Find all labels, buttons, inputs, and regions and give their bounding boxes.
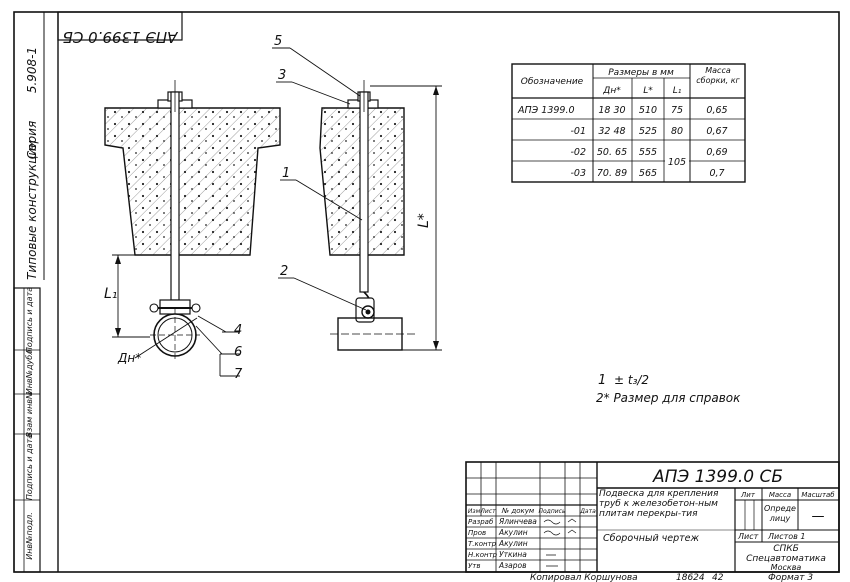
tb-col-scale: Масштаб (801, 491, 835, 499)
th-dn: Дн* (602, 86, 621, 96)
row1-mass: 0,67 (706, 126, 727, 137)
series-label: Серия (25, 121, 39, 159)
role-0: Разраб (468, 518, 494, 526)
row3-L: 565 (639, 168, 657, 179)
callout-1: 1 (282, 166, 290, 181)
note2-text: 2* Размер для справок (596, 391, 741, 405)
callout-4: 4 (234, 323, 242, 338)
footer-number: 18624 (676, 573, 705, 582)
row1-designation: -01 (570, 126, 586, 137)
tb-org-1: СПКБ (773, 544, 799, 554)
strip-label-3: Инв№дубл (25, 350, 34, 395)
head-izm: Изм (468, 508, 481, 515)
left-stamp-strip (13, 287, 41, 573)
callout-2: 2 (280, 264, 288, 279)
head-doc: № докум (501, 507, 535, 515)
callout-3: 3 (278, 68, 286, 83)
tb-sheet: Лист (737, 532, 759, 541)
row0-designation: АПЭ 1399.0 (517, 105, 575, 116)
name-2: Акулин (498, 539, 528, 548)
row3-mass: 0,7 (709, 168, 724, 179)
strip-label-4: Подпись и дата (25, 287, 34, 353)
th-sizes: Размеры в мм (608, 68, 674, 78)
role-4: Н.контр (468, 551, 498, 559)
middle-view: L* 5 3 1 2 (272, 34, 442, 351)
title-block: Изм Лист № докум Подпись Дата Разраб Яли… (465, 461, 840, 573)
tb-col-mass: Масса (769, 491, 791, 499)
tb-sheets: Листов 1 (767, 532, 806, 541)
row0-L: 510 (639, 105, 657, 116)
row2-L: 555 (639, 147, 657, 158)
head-sign: Подпись (539, 508, 566, 515)
row2-l1: 105 (668, 157, 686, 168)
th-l1: L₁ (673, 86, 682, 96)
size-table: Обозначение Размеры в мм Дн* L* L₁ Масса… (511, 63, 746, 183)
kind-label: Типовые конструкции (25, 140, 39, 280)
strip-label-1: Подпись и дата (25, 434, 34, 500)
row2-designation: -02 (570, 147, 586, 158)
name-5: Азаров (498, 561, 526, 570)
head-date: Дата (579, 508, 596, 515)
tb-scale-value: — (812, 509, 825, 524)
row2-mass: 0,69 (706, 147, 727, 158)
note1-text: ± t₃/2 (614, 373, 649, 387)
footer-format: Формат 3 (768, 573, 813, 582)
left-view: L₁ Дн* 4 6 7 (104, 80, 281, 382)
top-code-box (57, 11, 183, 41)
tb-subtitle: Сборочный чертеж (603, 533, 700, 544)
tb-col-lit: Лит (740, 491, 756, 499)
callout-7: 7 (234, 367, 243, 382)
row0-l1: 75 (671, 105, 683, 116)
tb-org-2: Спецавтоматика (746, 554, 826, 564)
role-1: Пров (468, 529, 486, 537)
note1-number: 1 (598, 373, 606, 388)
dim-L-label: L* (416, 213, 432, 228)
top-doc-code: АПЭ 1399.0 СБ (63, 28, 179, 46)
name-4: Уткина (499, 550, 527, 559)
dim-dn-label: Дн* (117, 351, 141, 365)
row3-dn: 70. 89 (597, 168, 627, 179)
footer-copied: Копировал Коршунова (530, 573, 638, 582)
rod-middle (359, 91, 369, 293)
callout-6: 6 (234, 345, 242, 360)
row1-L: 525 (639, 126, 657, 137)
name-1: Акулин (498, 528, 528, 537)
th-mass: Масса сборки, кг (696, 66, 740, 85)
row1-l1: 80 (671, 126, 683, 137)
row0-dn: 18 30 (598, 105, 625, 116)
callout-5: 5 (274, 34, 282, 49)
th-L: L* (643, 86, 653, 96)
tb-title: Подвеска для крепления труб к железобето… (599, 489, 719, 519)
series-value: 5.908-1 (25, 47, 39, 93)
th-designation: Обозначение (521, 77, 584, 87)
head-list: Лист (479, 508, 496, 515)
role-2: Т.контр (468, 540, 497, 548)
strip-label-2: Взам инв№ (25, 391, 34, 438)
tb-org-3: Москва (771, 563, 802, 572)
row2-dn: 50. 65 (597, 147, 627, 158)
dim-l1-label: L₁ (104, 286, 117, 302)
rod-left (170, 91, 180, 301)
row1-dn: 32 48 (598, 126, 625, 137)
tb-mass-value: Определицу (764, 504, 796, 523)
footer-num2: 42 (712, 573, 724, 582)
row0-mass: 0,65 (706, 105, 727, 116)
role-5: Утв (468, 562, 480, 570)
strip-label-0: Инв№подл. (25, 512, 34, 560)
name-0: Ялинчева (498, 517, 537, 526)
row3-designation: -03 (570, 168, 586, 179)
tb-doc-code: АПЭ 1399.0 СБ (652, 467, 783, 487)
